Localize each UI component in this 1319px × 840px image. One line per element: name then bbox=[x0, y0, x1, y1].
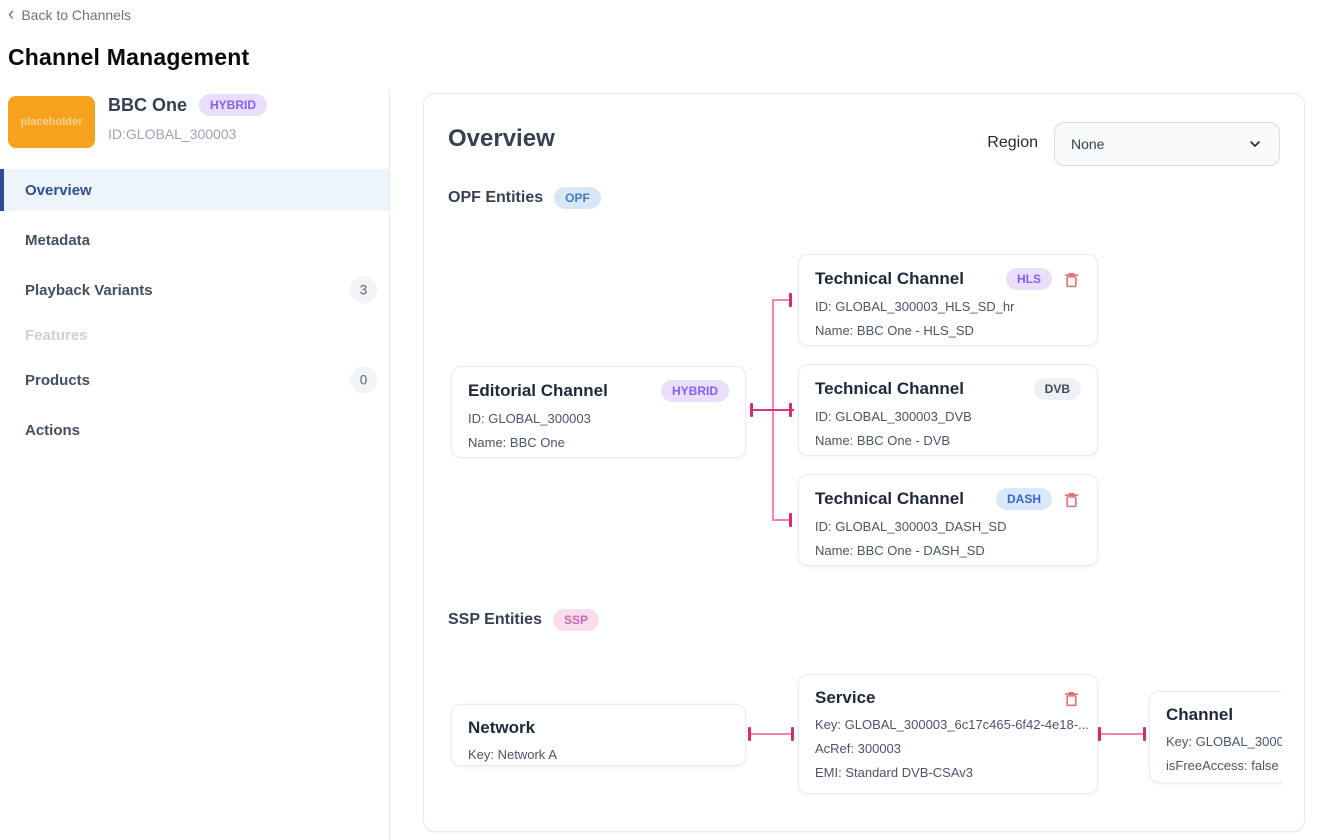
card-name: Name: BBC One - DASH_SD bbox=[815, 543, 985, 558]
technical-channel-card-hls: Technical Channel HLS ID: GLOBAL_300003_… bbox=[798, 254, 1098, 346]
sidebar: placeholder BBC One HYBRID ID:GLOBAL_300… bbox=[0, 90, 390, 840]
sidebar-item-products[interactable]: Products 0 bbox=[0, 359, 389, 401]
entity-diagram: OPF Entities OPF Editorial Channel HYBRI… bbox=[448, 94, 1282, 831]
card-title: Channel bbox=[1166, 705, 1234, 724]
connector-tick bbox=[789, 403, 792, 417]
card-id: ID: GLOBAL_300003_DASH_SD bbox=[815, 519, 1007, 534]
technical-channel-card-dvb: Technical Channel DVB ID: GLOBAL_300003_… bbox=[798, 364, 1098, 456]
card-title: Technical Channel bbox=[815, 379, 964, 398]
opf-heading-label: OPF Entities bbox=[448, 189, 544, 206]
panel-title: Overview bbox=[448, 125, 555, 152]
sidebar-item-label: Products bbox=[25, 371, 91, 389]
card-title: Service bbox=[815, 688, 876, 707]
dash-badge: DASH bbox=[995, 488, 1052, 510]
connector-branch-hls bbox=[773, 299, 791, 301]
card-id: ID: GLOBAL_300003_DVB bbox=[815, 409, 972, 424]
card-id: ID: GLOBAL_300003 bbox=[468, 411, 591, 426]
card-name: Name: BBC One bbox=[468, 435, 565, 450]
card-acref: AcRef: 300003 bbox=[815, 741, 902, 756]
connector-editorial bbox=[751, 409, 794, 411]
connector-tick bbox=[1098, 727, 1101, 741]
sidebar-item-features: Features bbox=[0, 314, 389, 356]
ssp-badge: SSP bbox=[552, 609, 599, 631]
channel-id: ID:GLOBAL_300003 bbox=[108, 126, 237, 142]
trash-icon[interactable] bbox=[1062, 490, 1081, 509]
card-title: Technical Channel bbox=[815, 269, 964, 288]
service-card: Service Key: GLOBAL_300003_6c17c465-6f42… bbox=[798, 674, 1098, 794]
page-title: Channel Management bbox=[8, 44, 250, 70]
ssp-heading-label: SSP Entities bbox=[448, 611, 542, 628]
card-emi: EMI: Standard DVB-CSAv3 bbox=[815, 765, 973, 780]
card-title: Editorial Channel bbox=[468, 381, 608, 400]
region-label: Region bbox=[987, 134, 1038, 151]
sidebar-item-label: Playback Variants bbox=[25, 281, 153, 299]
sidebar-item-label: Features bbox=[25, 326, 88, 344]
card-name: Name: BBC One - HLS_SD bbox=[815, 323, 974, 338]
chevron-left-icon: ‹ bbox=[8, 4, 15, 25]
connector-tick bbox=[789, 293, 792, 307]
region-select-value: None bbox=[1071, 136, 1105, 152]
connector-tick bbox=[750, 403, 753, 417]
card-title: Technical Channel bbox=[815, 489, 964, 508]
ssp-section-heading: SSP Entities SSP bbox=[448, 609, 599, 631]
editorial-channel-card: Editorial Channel HYBRID ID: GLOBAL_3000… bbox=[451, 366, 746, 458]
connector-service-channel bbox=[1099, 733, 1146, 735]
region-select[interactable]: None bbox=[1054, 122, 1280, 166]
playback-variants-count: 3 bbox=[350, 276, 377, 304]
card-key: Key: GLOBAL_30000 bbox=[1166, 734, 1282, 749]
sidebar-item-metadata[interactable]: Metadata bbox=[0, 219, 389, 261]
channel-type-badge: HYBRID bbox=[199, 94, 268, 116]
channel-name: BBC One bbox=[108, 94, 188, 115]
connector-tick bbox=[748, 727, 751, 741]
sidebar-item-label: Metadata bbox=[25, 231, 91, 249]
network-card: Network Key: Network A bbox=[451, 704, 746, 766]
connector-branch-dash bbox=[773, 519, 791, 521]
back-link-label: Back to Channels bbox=[21, 7, 132, 23]
overview-panel: Overview Region None OPF Entities OPF Ed… bbox=[423, 93, 1305, 832]
hls-badge: HLS bbox=[1006, 268, 1052, 290]
sidebar-item-overview[interactable]: Overview bbox=[0, 169, 389, 211]
products-count: 0 bbox=[350, 366, 377, 394]
technical-channel-card-dash: Technical Channel DASH ID: GLOBAL_300003… bbox=[798, 474, 1098, 566]
trash-icon[interactable] bbox=[1062, 689, 1081, 708]
card-free-access: isFreeAccess: false bbox=[1166, 758, 1279, 773]
hybrid-badge: HYBRID bbox=[660, 380, 729, 402]
sidebar-item-label: Actions bbox=[25, 421, 81, 439]
channel-logo-placeholder: placeholder bbox=[8, 96, 95, 148]
ssp-channel-card: Channel Key: GLOBAL_30000 isFreeAccess: … bbox=[1149, 691, 1282, 783]
card-key: Key: Network A bbox=[468, 747, 557, 762]
connector-tick bbox=[791, 727, 794, 741]
card-key: Key: GLOBAL_300003_6c17c465-6f42-4e18-..… bbox=[815, 717, 1089, 732]
opf-badge: OPF bbox=[554, 187, 601, 209]
dvb-badge: DVB bbox=[1033, 378, 1081, 400]
card-id: ID: GLOBAL_300003_HLS_SD_hr bbox=[815, 299, 1015, 314]
sidebar-item-label: Overview bbox=[25, 181, 92, 199]
sidebar-item-playback-variants[interactable]: Playback Variants 3 bbox=[0, 269, 389, 311]
connector-tick bbox=[1143, 727, 1146, 741]
card-name: Name: BBC One - DVB bbox=[815, 433, 951, 448]
sidebar-item-actions[interactable]: Actions bbox=[0, 409, 389, 451]
opf-section-heading: OPF Entities OPF bbox=[448, 187, 601, 209]
card-title: Network bbox=[468, 718, 536, 737]
trash-icon[interactable] bbox=[1062, 270, 1081, 289]
chevron-down-icon bbox=[1250, 141, 1260, 147]
connector-tick bbox=[789, 513, 792, 527]
back-to-channels-link[interactable]: ‹ Back to Channels bbox=[8, 4, 132, 25]
channel-header: BBC One HYBRID bbox=[108, 94, 268, 116]
connector-network-service bbox=[749, 733, 794, 735]
